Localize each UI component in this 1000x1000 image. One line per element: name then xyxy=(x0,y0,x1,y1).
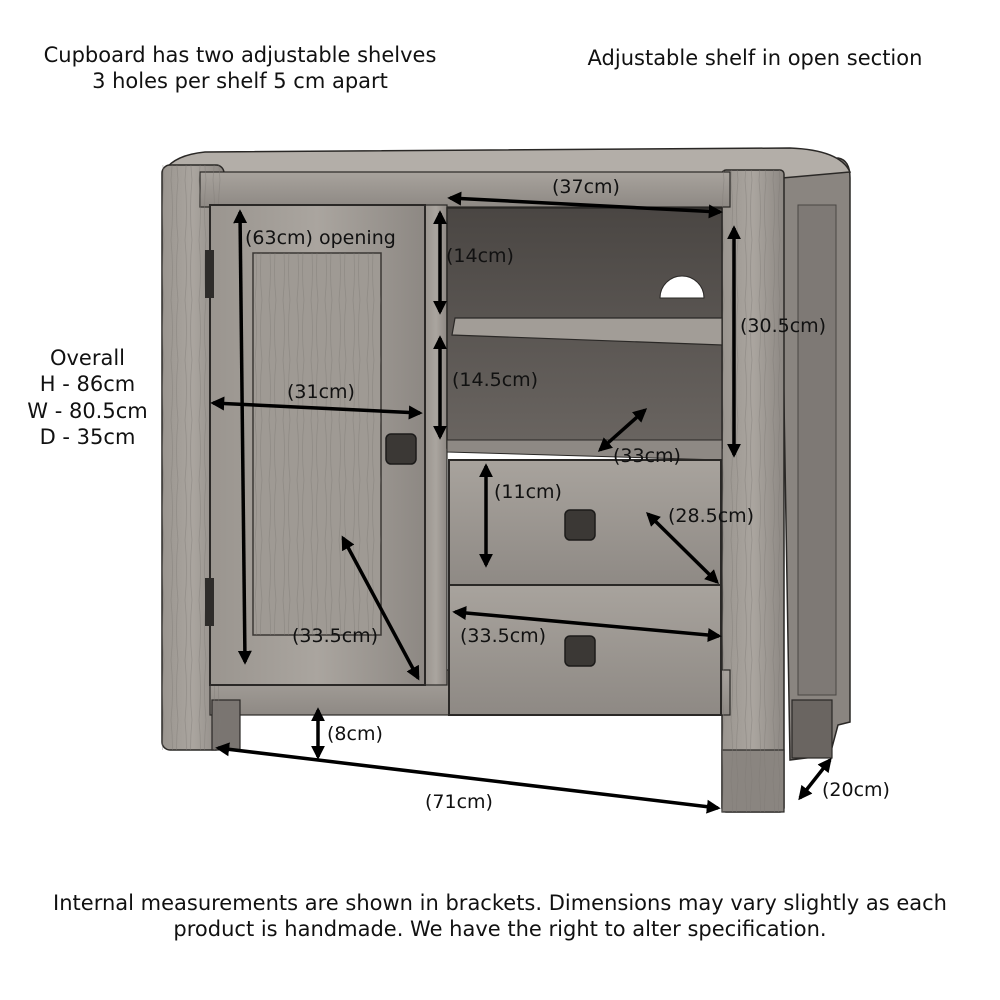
adjustable-shelf xyxy=(451,317,723,346)
cabinet-body xyxy=(161,147,852,813)
top-width-arrow xyxy=(447,191,723,219)
side-inset-panel xyxy=(797,204,837,696)
label-drawer-width: (33.5cm) xyxy=(460,625,546,647)
cupboard-width-arrow xyxy=(210,396,423,420)
label-drawer-depth: (28.5cm) xyxy=(668,505,754,527)
label-lower-shelf-height: (14.5cm) xyxy=(452,369,538,391)
overall-depth: D - 35cm xyxy=(39,424,136,449)
shelf-depth-arrow xyxy=(597,408,648,452)
back-leg xyxy=(791,699,833,759)
footer-disclaimer: Internal measurements are shown in brack… xyxy=(20,890,980,943)
upper-drawer-knob[interactable] xyxy=(564,509,596,541)
drawer-width-arrow xyxy=(452,606,722,642)
label-opening: (63cm) opening xyxy=(245,227,396,249)
footer-line2: product is handmade. We have the right t… xyxy=(173,917,827,942)
label-drawer-height: (11cm) xyxy=(494,481,562,503)
lower-hinge xyxy=(205,578,214,626)
open-section-note: Adjustable shelf in open section xyxy=(587,46,923,70)
cupboard-depth-arrow xyxy=(341,535,420,681)
overall-title: Overall xyxy=(49,346,126,370)
leg-depth-arrow xyxy=(798,757,832,801)
label-upper-shelf-height: (14cm) xyxy=(446,245,514,267)
dimension-labels: (63cm) opening (31cm) (33.5cm) (37cm) (1… xyxy=(245,176,890,813)
center-mullion xyxy=(424,204,448,686)
label-leg-depth: (20cm) xyxy=(822,779,890,801)
top-rail xyxy=(199,171,731,208)
opening-height-arrow xyxy=(233,209,252,665)
label-top-width: (37cm) xyxy=(552,176,620,198)
cupboard-note-line2: 3 holes per shelf 5 cm apart xyxy=(92,69,388,94)
upper-hinge xyxy=(205,250,214,298)
right-stile-grain xyxy=(722,170,784,812)
cable-hole xyxy=(659,275,705,299)
leg-span-arrow xyxy=(215,742,721,814)
lower-drawer-knob[interactable] xyxy=(564,635,596,667)
cupboard-note-line1: Cupboard has two adjustable shelves xyxy=(43,43,437,67)
drawer-depth-arrow xyxy=(646,512,719,584)
label-cupboard-depth: (33.5cm) xyxy=(292,625,378,647)
label-open-height: (30.5cm) xyxy=(740,315,826,337)
lower-drawer[interactable] xyxy=(448,584,722,716)
door-panel-grain xyxy=(253,253,381,635)
overall-width: W - 80.5cm xyxy=(27,398,148,423)
label-cupboard-width: (31cm) xyxy=(287,381,355,403)
label-shelf-depth: (33cm) xyxy=(613,445,681,467)
label-leg-clearance: (8cm) xyxy=(327,723,383,745)
overall-height: H - 86cm xyxy=(39,372,136,397)
footer-line1: Internal measurements are shown in brack… xyxy=(53,891,947,915)
cupboard-door[interactable] xyxy=(205,204,426,686)
door-knob[interactable] xyxy=(385,433,417,465)
dimension-arrows xyxy=(210,191,832,814)
overall-dimensions: Overall H - 86cm W - 80.5cm D - 35cm xyxy=(15,345,160,450)
cupboard-shelves-note: Cupboard has two adjustable shelves 3 ho… xyxy=(40,42,440,95)
label-leg-span: (71cm) xyxy=(425,791,493,813)
open-section xyxy=(446,207,723,461)
